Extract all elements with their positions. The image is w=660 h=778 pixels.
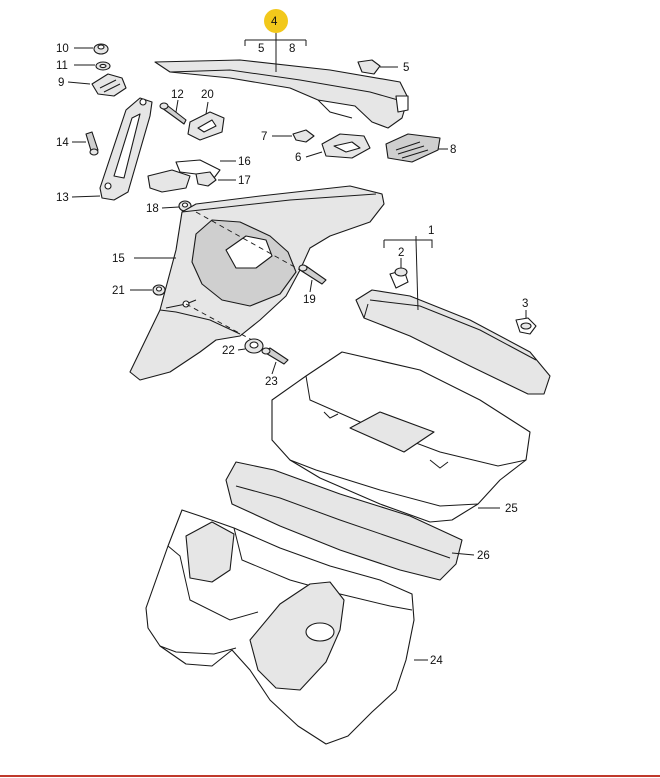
callout-7[interactable]: 7 — [261, 131, 267, 143]
callout-2[interactable]: 2 — [398, 247, 404, 259]
callout-17[interactable]: 17 — [238, 175, 251, 187]
bottom-border-rule — [0, 775, 660, 777]
part-4-upper-trim[interactable] — [154, 59, 409, 129]
callout-18[interactable]: 18 — [146, 203, 159, 215]
part-23-screw[interactable] — [261, 347, 289, 375]
callout-10[interactable]: 10 — [56, 43, 69, 55]
part-7-clip[interactable] — [272, 129, 315, 143]
part-3-clip[interactable] — [515, 310, 537, 335]
callout-4[interactable]: 4 — [271, 16, 278, 28]
part-17-clip[interactable] — [147, 169, 236, 193]
callout-1-bracket — [383, 236, 433, 248]
part-14-screw[interactable] — [72, 131, 99, 156]
callout-9[interactable]: 9 — [58, 77, 64, 89]
part-19-screw[interactable] — [298, 264, 327, 293]
callout-4-bracket — [244, 9, 307, 72]
callout-24[interactable]: 24 — [430, 655, 443, 667]
part-15-side-trim-panel[interactable] — [129, 185, 385, 381]
part-25-luggage-lining[interactable] — [271, 351, 531, 523]
callout-23[interactable]: 23 — [265, 376, 278, 388]
callout-15[interactable]: 15 — [112, 253, 125, 265]
callout-19[interactable]: 19 — [303, 294, 316, 306]
callout-26[interactable]: 26 — [477, 550, 490, 562]
part-9-clip[interactable] — [67, 73, 127, 97]
part-24-rear-floor-assembly[interactable] — [145, 509, 428, 745]
part-6-bracket[interactable] — [305, 133, 371, 159]
callout-3[interactable]: 3 — [522, 298, 528, 310]
callout-8-sub[interactable]: 8 — [289, 43, 295, 55]
part-13-pillar-trim[interactable] — [71, 97, 153, 201]
callout-22[interactable]: 22 — [222, 345, 235, 357]
callout-5[interactable]: 5 — [403, 62, 409, 74]
part-11-washer[interactable] — [74, 61, 111, 71]
part-21-stud[interactable] — [130, 284, 166, 296]
part-10-nut[interactable] — [74, 43, 109, 55]
callout-21[interactable]: 21 — [112, 285, 125, 297]
callout-16[interactable]: 16 — [238, 156, 251, 168]
callout-8[interactable]: 8 — [450, 144, 456, 156]
part-1-rear-shelf-panel[interactable] — [355, 239, 551, 395]
part-22-grommet[interactable] — [237, 338, 264, 354]
part-8-vent[interactable] — [385, 133, 448, 163]
part-12-screw[interactable] — [159, 99, 187, 125]
part-5-clip[interactable] — [357, 59, 398, 75]
callout-13[interactable]: 13 — [56, 192, 69, 204]
callout-5-sub[interactable]: 5 — [258, 43, 264, 55]
callout-4-highlight — [264, 9, 288, 33]
callout-14[interactable]: 14 — [56, 137, 69, 149]
part-2-pin[interactable] — [389, 258, 409, 289]
part-26-cross-member[interactable] — [225, 461, 475, 581]
callout-12[interactable]: 12 — [171, 89, 184, 101]
callout-6[interactable]: 6 — [295, 152, 301, 164]
callout-1[interactable]: 1 — [428, 225, 434, 237]
callout-20[interactable]: 20 — [201, 89, 214, 101]
callout-11[interactable]: 11 — [56, 60, 68, 72]
part-20-bracket[interactable] — [187, 101, 225, 141]
assembly-guide-lines — [185, 211, 301, 341]
callout-25[interactable]: 25 — [505, 503, 518, 515]
